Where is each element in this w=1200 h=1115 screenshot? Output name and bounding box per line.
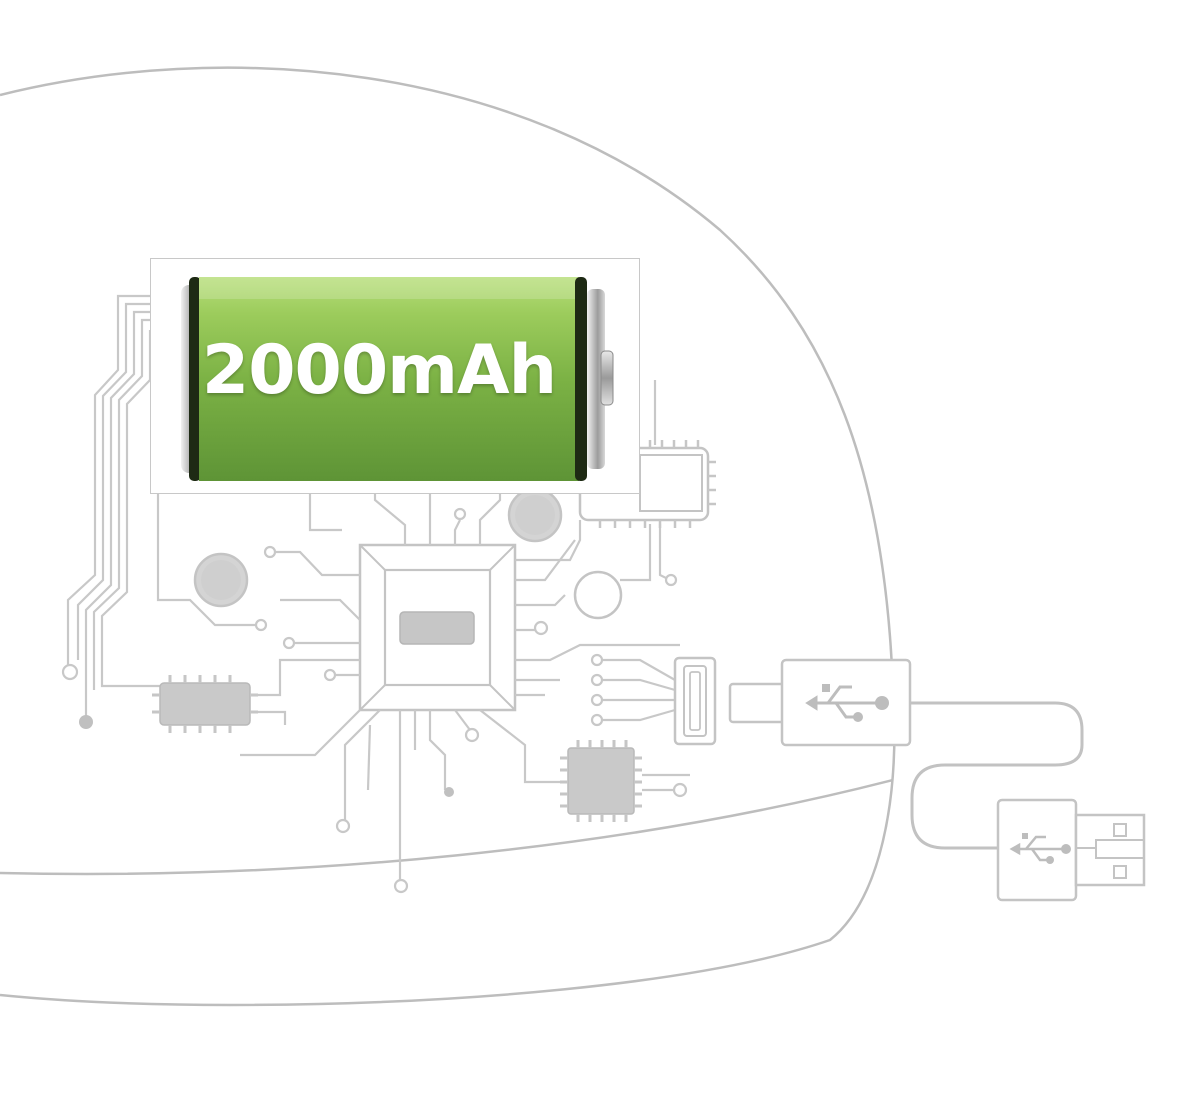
- usb-symbol-icon: [805, 684, 889, 722]
- battery-icon: [181, 277, 614, 481]
- chip-square-lower: [560, 740, 690, 822]
- processor-chip: [358, 543, 517, 712]
- trace-bundle-left: [61, 294, 160, 729]
- usb-cable: [910, 701, 1084, 850]
- battery-card: 2000mAh: [150, 258, 640, 494]
- usb-symbol-icon: [1009, 833, 1071, 864]
- chip-small-left: [152, 675, 258, 733]
- capacitors: [193, 487, 623, 620]
- circuit-traces: [156, 380, 680, 894]
- usb-plug-loose: [996, 798, 1146, 902]
- usb-plug-inserted: [728, 658, 912, 747]
- battery-capacity-label: 2000mAh: [201, 331, 557, 410]
- device-shell: [0, 66, 896, 1007]
- port-connector: [590, 653, 717, 746]
